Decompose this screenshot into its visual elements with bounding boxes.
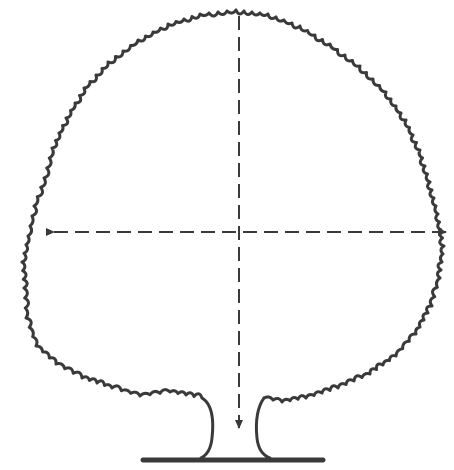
tree-crown bbox=[22, 10, 444, 402]
trunk-left-edge bbox=[201, 398, 213, 458]
trunk-right-edge bbox=[256, 398, 270, 458]
crown-outline bbox=[22, 10, 444, 402]
tree-trunk bbox=[201, 398, 270, 458]
